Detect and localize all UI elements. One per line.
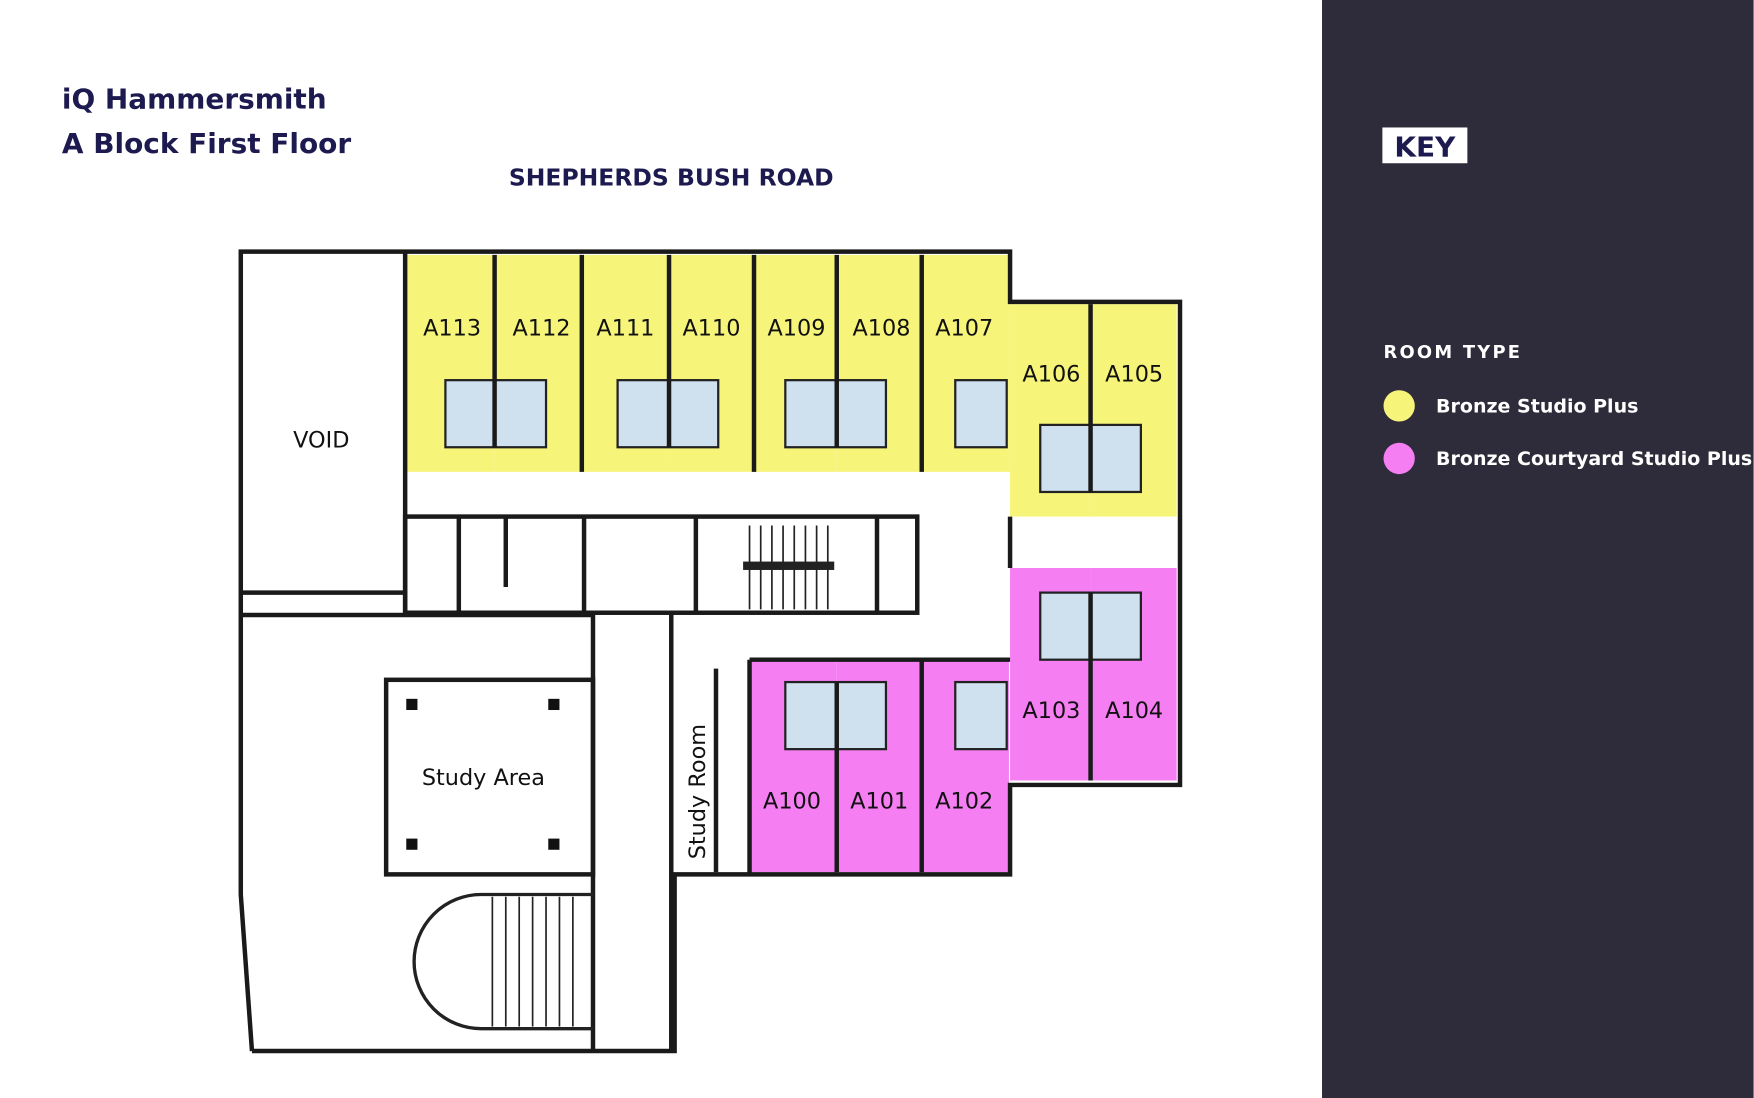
study-area-label: Study Area <box>422 765 545 791</box>
room-label-A102: A102 <box>935 788 993 814</box>
room-label-A105: A105 <box>1105 361 1163 387</box>
building-title: iQ Hammersmith <box>62 82 327 115</box>
key-title: KEY <box>1394 131 1456 164</box>
room-label-A108: A108 <box>852 315 910 341</box>
room-label-A110: A110 <box>683 315 741 341</box>
room-label-A111: A111 <box>596 315 654 341</box>
study-area-columns <box>406 698 560 850</box>
legend-label-bronze-courtyard-studio-plus: Bronze Courtyard Studio Plus <box>1436 448 1752 470</box>
yellow-legend-swatch <box>1383 390 1415 422</box>
staircase-icon <box>412 525 835 1031</box>
pink-legend-swatch <box>1383 442 1415 475</box>
floor-title: A Block First Floor <box>62 127 351 160</box>
room-label-A103: A103 <box>1022 698 1080 724</box>
room-label-A104: A104 <box>1105 698 1163 724</box>
room-label-A112: A112 <box>513 315 571 341</box>
pink-rooms <box>749 568 1177 873</box>
room-label-A100: A100 <box>763 788 821 814</box>
room-label-A101: A101 <box>850 788 908 814</box>
study-room-label: Study Room <box>685 724 711 859</box>
void-label: VOID <box>293 427 349 453</box>
room-type-heading: ROOM TYPE <box>1384 342 1523 363</box>
room-label-A106: A106 <box>1022 361 1080 387</box>
key-badge <box>1382 127 1468 164</box>
walls <box>238 249 1183 1054</box>
legend-label-bronze-studio-plus: Bronze Studio Plus <box>1436 396 1638 418</box>
road-label: SHEPHERDS BUSH ROAD <box>509 164 834 192</box>
room-label-A107: A107 <box>935 315 993 341</box>
key-panel <box>1322 0 1754 1098</box>
room-label-A109: A109 <box>768 315 826 341</box>
room-label-A113: A113 <box>423 315 481 341</box>
